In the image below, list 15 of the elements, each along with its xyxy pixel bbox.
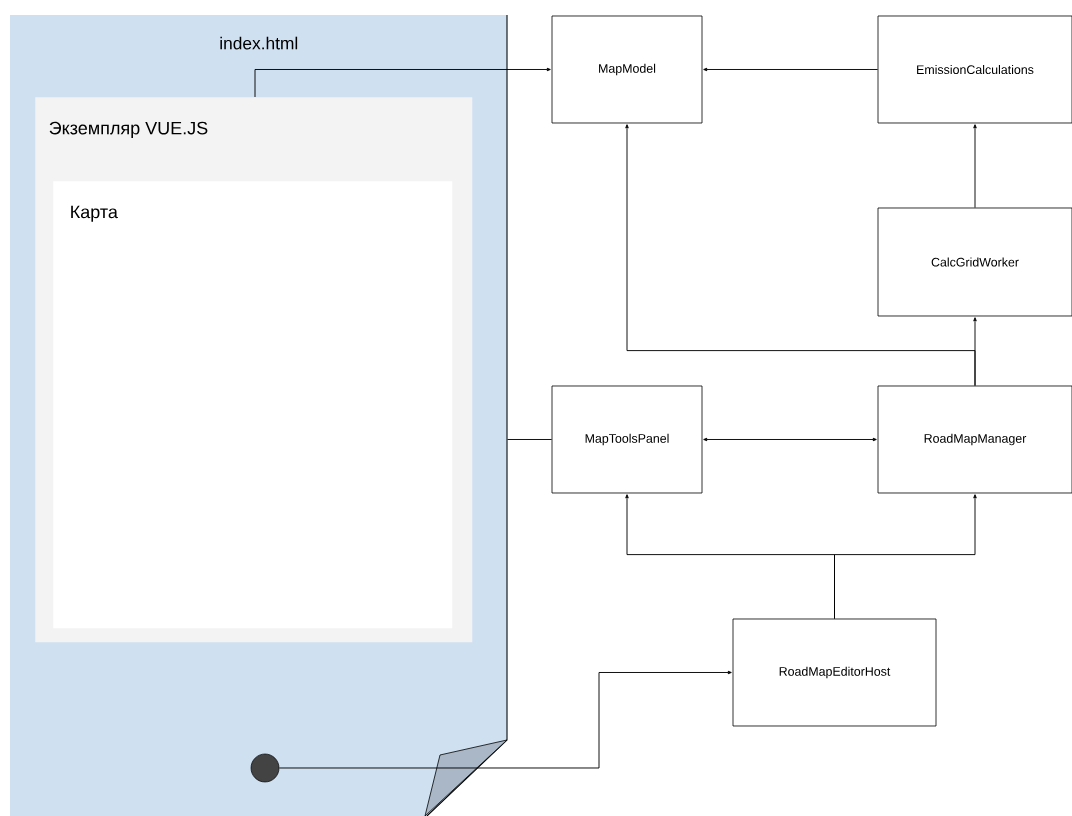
- class-box: CalcGridWorker: [877, 207, 1072, 317]
- arrow: [625, 124, 976, 387]
- class-box: EmissionCalculations: [877, 15, 1072, 124]
- panel: Карта: [53, 181, 453, 629]
- class-box: MapToolsPanel: [551, 385, 703, 494]
- arrow: [834, 494, 977, 620]
- arrow: [703, 437, 877, 442]
- class-box: MapModel: [551, 15, 703, 124]
- arrow: [973, 124, 977, 209]
- class-box: RoadMapManager: [877, 385, 1072, 494]
- arrow: [703, 67, 879, 72]
- class-box: RoadMapEditorHost: [732, 618, 937, 727]
- arrow: [278, 670, 732, 769]
- dot: [250, 753, 280, 783]
- arrow: [254, 67, 551, 98]
